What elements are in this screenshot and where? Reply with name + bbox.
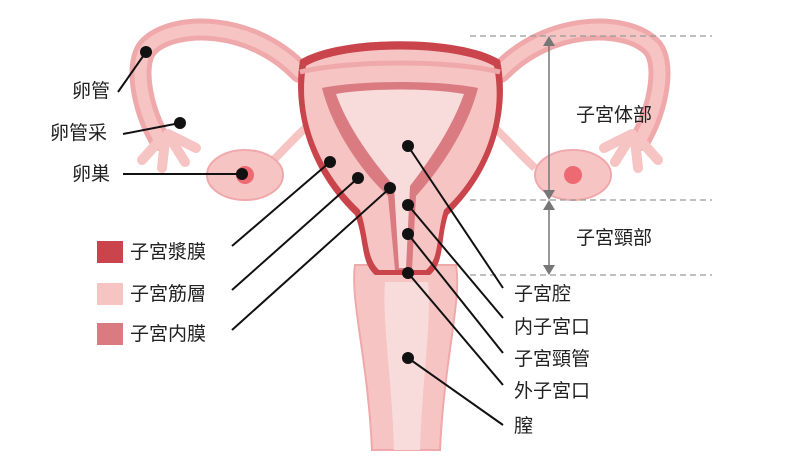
fimbriae-right: [599, 129, 663, 173]
label-fimbriae: 卵管采: [50, 122, 108, 144]
label-cervical-canal: 子宮頸管: [514, 348, 591, 370]
label-uterine-body: 子宮体部: [576, 104, 653, 126]
ovary-right-core: [564, 166, 582, 184]
label-external-os: 外子宮口: [514, 380, 591, 402]
vagina-canal: [384, 282, 429, 450]
legend-label-endometrium: 子宮内膜: [130, 323, 207, 345]
fimbriae-left: [137, 129, 201, 173]
label-internal-os: 内子宮口: [514, 316, 591, 338]
pointer-dots: [140, 46, 414, 364]
legend-label-serosa: 子宮漿膜: [130, 241, 207, 263]
dimension-arrow-body: [543, 36, 555, 200]
label-vagina: 膣: [514, 415, 534, 437]
label-uterine-cavity: 子宮腔: [514, 283, 572, 305]
fallopian-tube-left-inner: [134, 23, 306, 146]
legend-swatch-endometrium: [97, 323, 123, 345]
dimension-guides: [470, 35, 712, 276]
legend-label-myometrium: 子宮筋層: [130, 283, 207, 305]
uterine-cavity: [336, 89, 464, 268]
label-fallopian-tube: 卵管: [72, 80, 111, 102]
legend-swatch-serosa: [97, 241, 123, 263]
dimension-arrow-cervix: [543, 200, 555, 275]
uterus-fundus-highlight: [299, 60, 501, 75]
label-ovary: 卵巣: [72, 163, 111, 185]
pointer-lines: [117, 51, 504, 426]
legend-swatch-myometrium: [97, 283, 123, 305]
fallopian-tube-right-inner: [494, 23, 666, 146]
label-cervix: 子宮頸部: [576, 227, 653, 249]
